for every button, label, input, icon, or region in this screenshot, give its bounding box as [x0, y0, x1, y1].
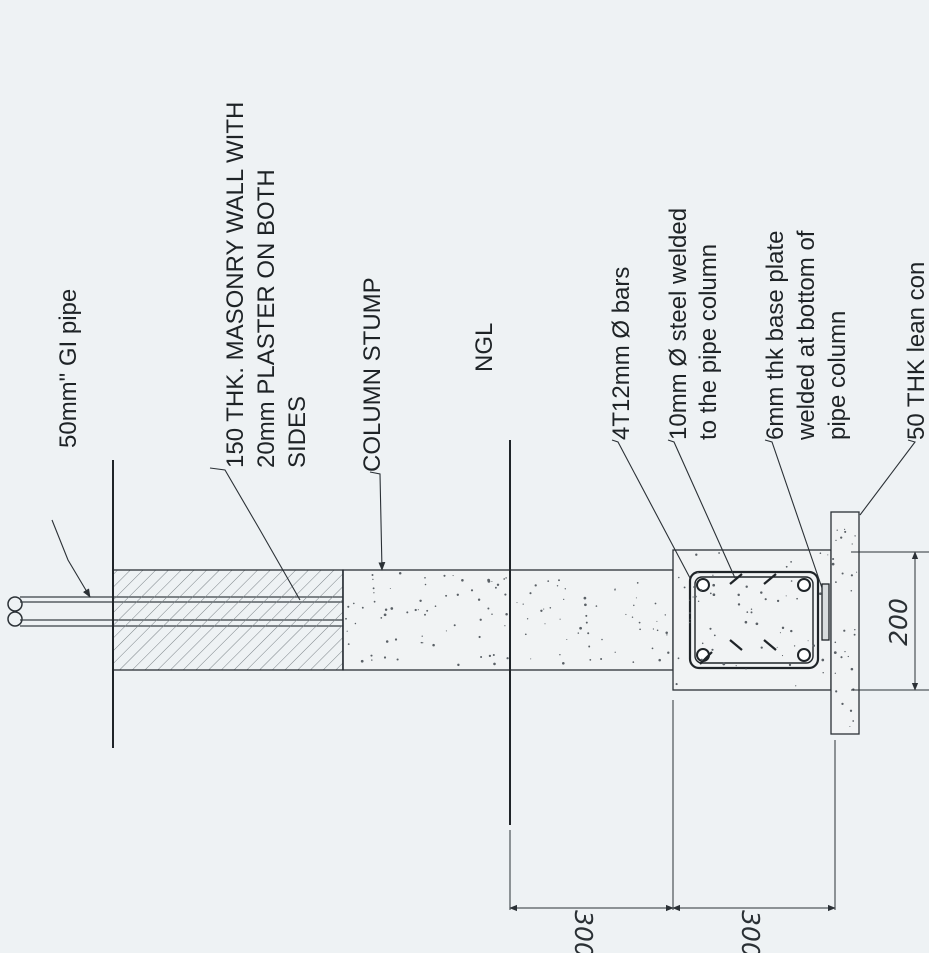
label-column-stump: COLUMN STUMP [359, 277, 386, 472]
label-plate-line2: welded at bottom of [793, 230, 820, 441]
masonry-wall [112, 460, 344, 748]
footing [672, 549, 832, 691]
label-lean-concrete: 50 THK lean con [903, 262, 929, 440]
pipe-break-symbol [7, 596, 23, 627]
dimension-stump-height: 300 [569, 910, 598, 953]
dimension-footing-depth: 300 [736, 910, 765, 953]
label-rebar: 4T12mm Ø bars [608, 267, 635, 440]
base-plate [821, 583, 830, 641]
leader-lines [51, 439, 916, 601]
reinforcement-cage [688, 570, 820, 670]
column-stump [342, 569, 674, 671]
concrete-speckle [345, 528, 858, 727]
label-steel-line2: to the pipe column [695, 244, 722, 440]
label-wall-line2: 20mm PLASTER ON BOTH [253, 169, 280, 468]
dimension-footing-width: 200 [884, 598, 913, 646]
label-plate-line3: pipe column [824, 311, 851, 440]
welded-steel-bars [699, 573, 777, 665]
label-wall-line3: SIDES [284, 396, 311, 468]
label-plate-line1: 6mm thk base plate [762, 231, 789, 440]
label-gi-pipe: 50mm" GI pipe [55, 289, 82, 448]
dimension-lines [509, 551, 929, 912]
lean-concrete [830, 511, 860, 735]
label-steel-line1: 10mm Ø steel welded [665, 208, 692, 440]
label-wall-line1: 150 THK. MASONRY WALL WITH [222, 102, 249, 468]
label-ngl: NGL [471, 323, 498, 372]
